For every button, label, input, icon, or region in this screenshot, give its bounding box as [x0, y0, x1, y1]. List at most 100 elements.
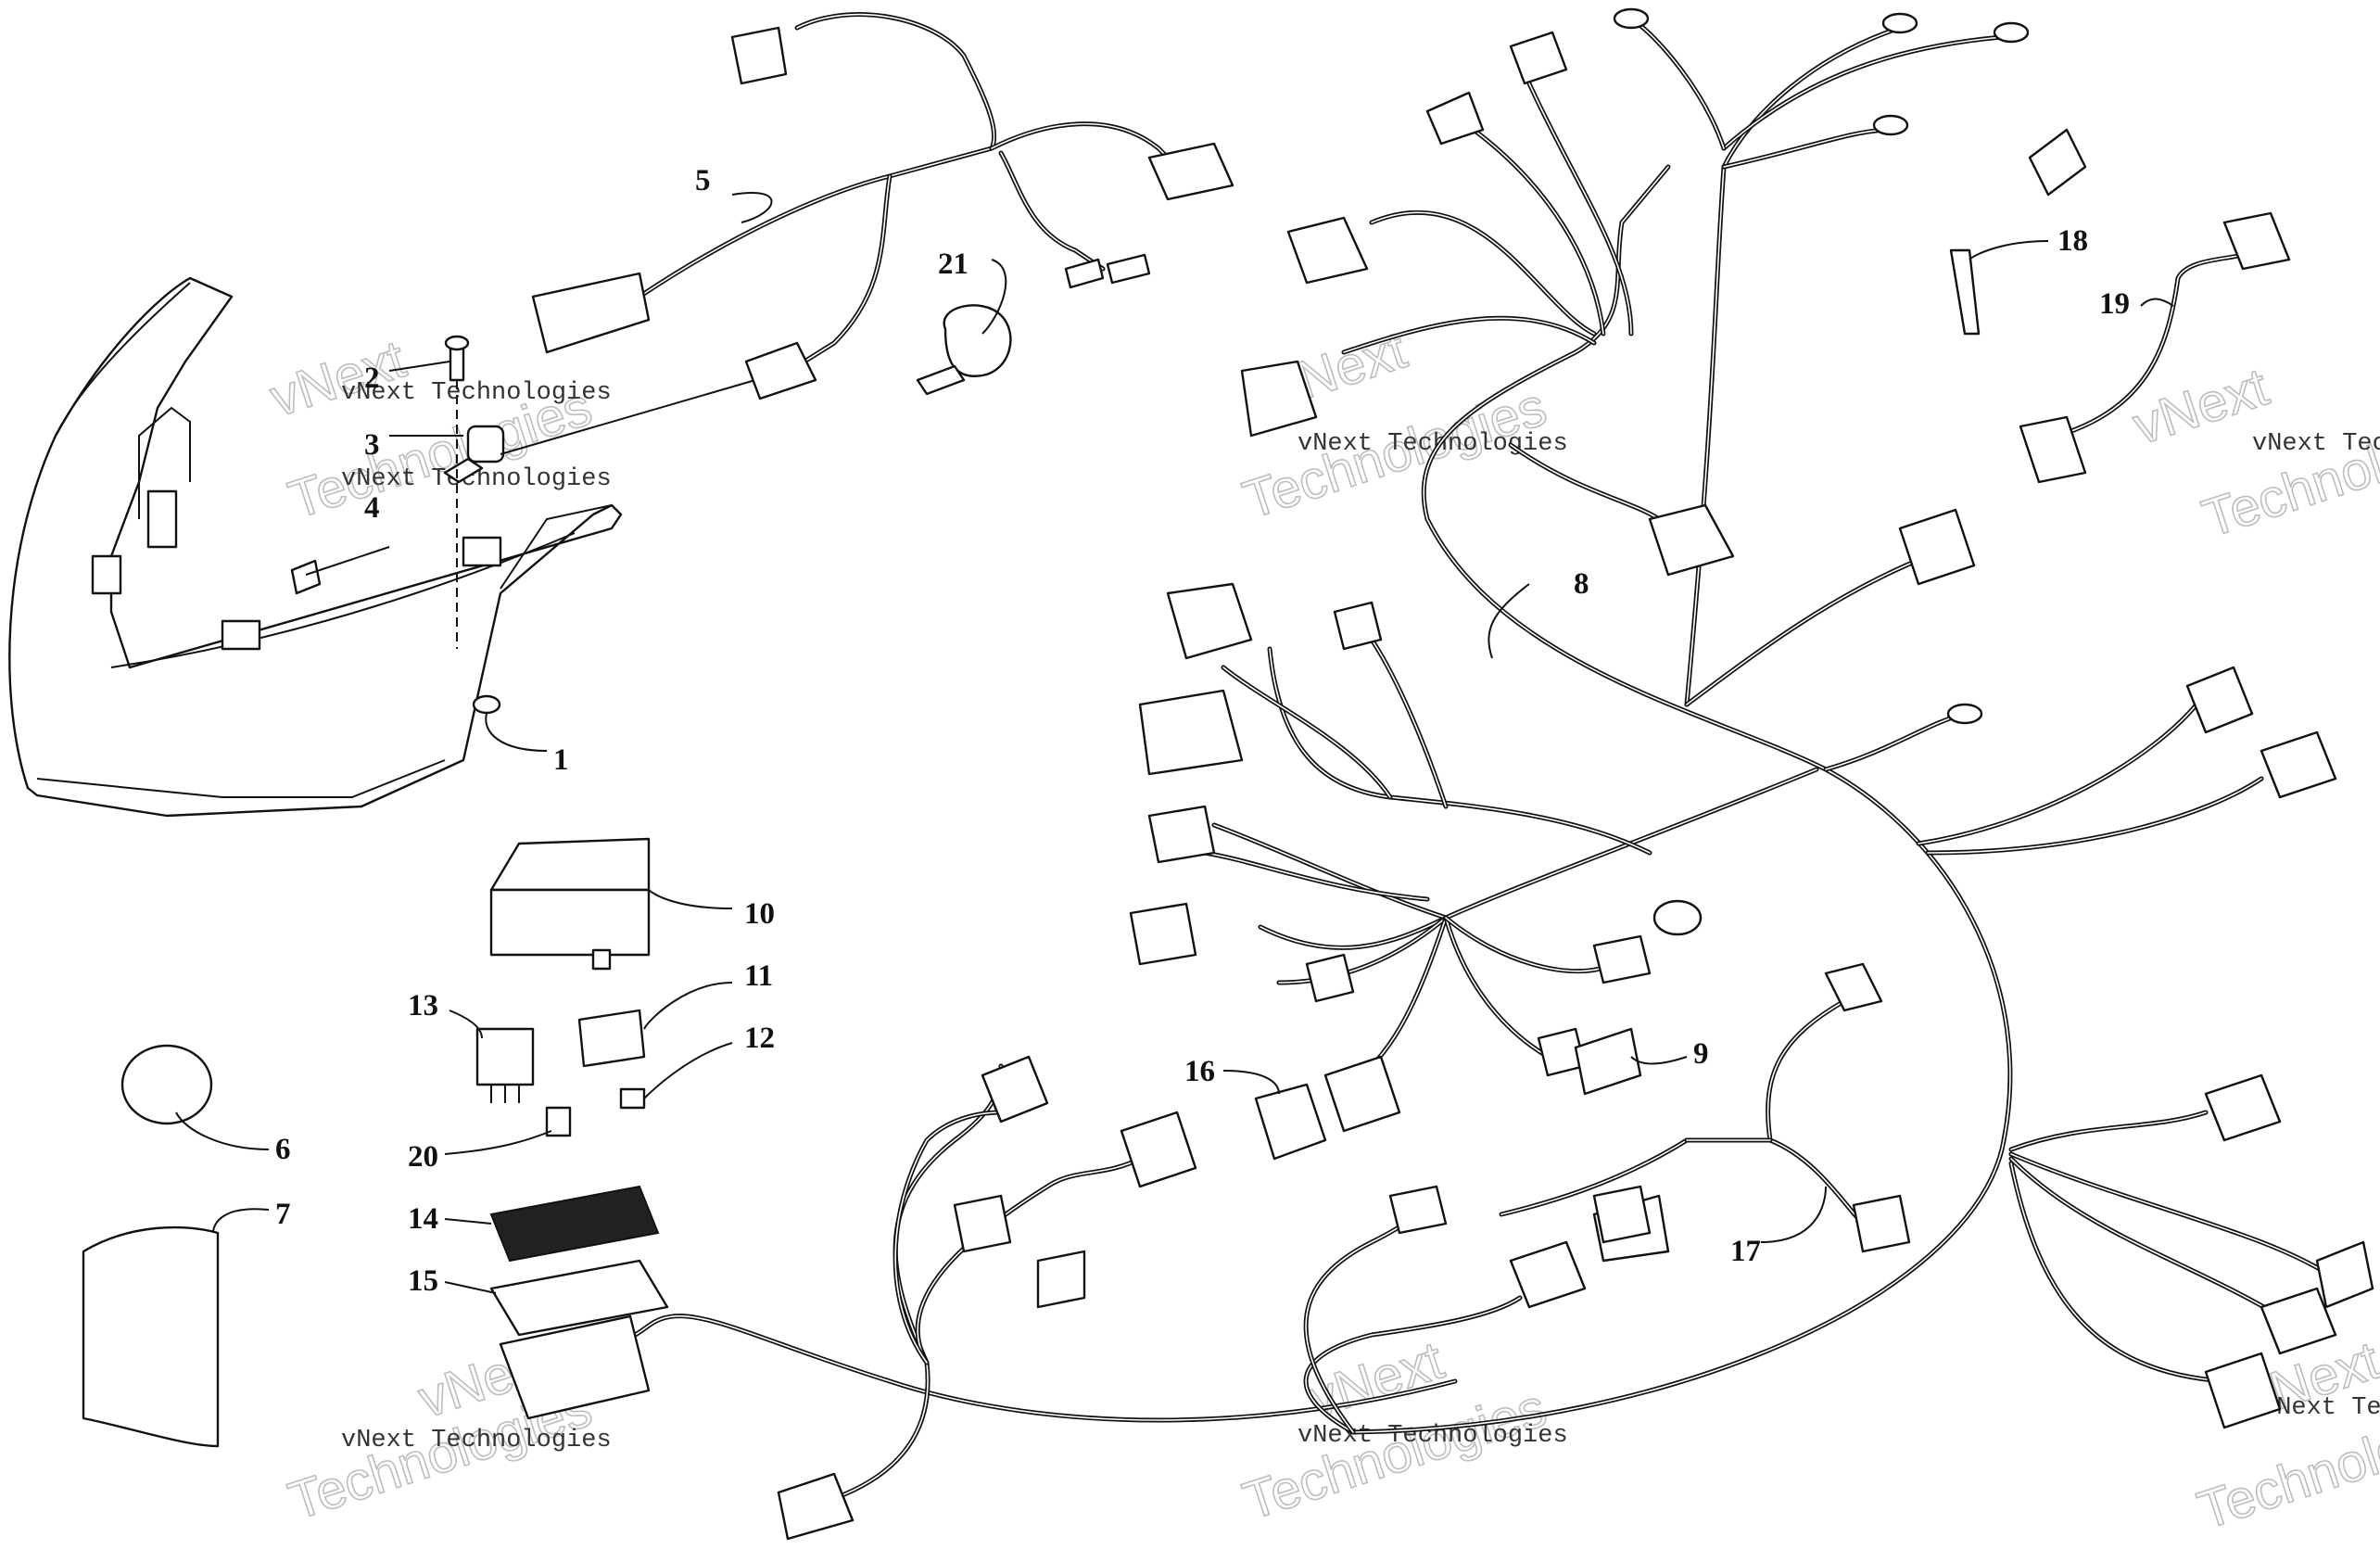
connector-multi-pin	[2204, 1352, 2282, 1429]
leader-line-10	[648, 889, 733, 909]
branch-wire-highlight	[1918, 704, 2197, 844]
callout-11: 11	[744, 959, 773, 993]
leader-lines	[175, 192, 2174, 1294]
branch-wire-highlight	[824, 1362, 929, 1503]
callout-2: 2	[364, 362, 380, 395]
leader-line-7	[212, 1208, 270, 1234]
callout-17: 17	[1730, 1235, 1761, 1268]
sensor-connector	[1852, 1194, 1911, 1253]
branch-wire-highlight	[2010, 1158, 2281, 1317]
branch-wire-highlight	[894, 1111, 1002, 1364]
branch-wire-highlight	[1445, 917, 1549, 1058]
branch-wire-highlight	[2010, 1162, 2225, 1382]
main-harness-part-8	[544, 7, 2374, 1541]
branch-wire	[1369, 637, 1449, 809]
branch-wire-highlight	[1278, 917, 1447, 984]
connector-bullet	[953, 1194, 1012, 1253]
branch-wire-highlight	[1630, 18, 1725, 149]
connector-round	[2028, 128, 2087, 197]
branch-wire	[1369, 209, 1597, 336]
branch-wire-highlight	[1473, 129, 1604, 335]
branch-wire-highlight	[917, 1158, 1141, 1364]
leader-line-1	[485, 713, 548, 752]
connector-multi-pin	[777, 1472, 855, 1541]
callout-1: 1	[553, 743, 569, 777]
sensor-connector	[1592, 1185, 1652, 1244]
branch-wire-highlight	[1766, 1000, 1845, 1141]
connector-round	[1898, 508, 1976, 586]
branch-wire	[2008, 1110, 2209, 1152]
branch-wire	[1767, 1137, 1866, 1226]
grommet-part-3	[443, 425, 505, 484]
headlight-mount-tab	[462, 536, 502, 567]
branch-wire-highlight	[1528, 83, 1632, 335]
leader-line-2	[388, 361, 450, 372]
headlight-rim	[55, 282, 191, 437]
headlight-mount-tab	[221, 619, 261, 651]
leader-line-13	[449, 1009, 483, 1039]
connector-multi-pin	[1240, 360, 1318, 438]
branch-wire	[1684, 553, 1931, 707]
callout-9: 9	[1693, 1037, 1709, 1071]
fuse-part-12	[619, 1087, 646, 1110]
fuse-part-20	[545, 1106, 572, 1137]
headlight-upper-edge	[500, 504, 613, 590]
leader-line-18	[1969, 240, 2049, 260]
leader-line-19	[2140, 298, 2174, 307]
branch-wire	[2008, 1156, 2283, 1319]
headlight-mount-tab	[91, 554, 122, 595]
connector-part-9	[1574, 1027, 1642, 1096]
branch-wire-highlight	[1305, 1297, 1521, 1433]
connector-multi-pin	[2260, 1287, 2337, 1355]
headlight-adjuster	[472, 694, 501, 715]
leader-line-8	[1488, 583, 1530, 659]
callout-8: 8	[1574, 567, 1589, 601]
fuse-box-cover-part-10	[489, 837, 651, 971]
branch-wire-highlight	[1723, 27, 1901, 168]
headlight-lens-edge	[36, 759, 446, 798]
sensor-connector	[1824, 962, 1883, 1012]
grommet-nut	[443, 457, 484, 484]
headlight-assembly	[8, 276, 756, 818]
harness-wire	[998, 150, 1106, 272]
callout-12: 12	[744, 1022, 775, 1055]
callout-3: 3	[364, 428, 380, 462]
branch-wire-highlight	[1927, 778, 2262, 854]
branch-wire-highlight	[1269, 648, 1651, 854]
connector-multi-pin	[1129, 902, 1197, 966]
branch-wire-highlight	[1222, 667, 1391, 798]
harness-wires	[637, 12, 1180, 369]
branch-wire-highlight	[1213, 824, 1447, 919]
watermark-top-right: vNext Technologies vNext Technologies	[2125, 356, 2380, 550]
branch-wire-highlight	[1510, 444, 1660, 520]
branch-wire-highlight	[2010, 1111, 2207, 1150]
watermark-brand: vNext Technologies	[341, 1427, 612, 1454]
leader-line-6	[175, 1111, 270, 1150]
relay-part-11	[577, 1009, 646, 1068]
callout-numbers: 1 2 3 4 5 6 7 8 9 10 11 12 13 14 15 16 1…	[275, 164, 2130, 1298]
buzzer-part-21	[916, 304, 1012, 396]
branch-wire-highlight	[1686, 555, 1929, 705]
connector-rectangular	[1147, 142, 1234, 201]
harness-wire-highlight	[991, 122, 1178, 168]
harness-wire-highlight	[796, 175, 891, 367]
cover-body	[489, 888, 651, 957]
leader-line-17	[1760, 1186, 1827, 1243]
ring-terminal	[1881, 12, 1918, 34]
headlight-bracket	[138, 406, 191, 519]
leader-line-11	[643, 982, 733, 1030]
ring-terminal	[1946, 703, 1983, 725]
branch-wire-highlight	[1723, 36, 2003, 149]
branch-wire	[1471, 127, 1606, 336]
main-harness-wires	[544, 16, 2338, 1505]
leader-line-14	[444, 1218, 492, 1225]
cable-tie-part-6	[120, 1044, 213, 1125]
pigtail-socket	[2019, 415, 2087, 484]
branch-wire	[1258, 767, 1819, 950]
leader-line-4	[305, 546, 390, 576]
harness-wire-highlight	[1000, 152, 1104, 270]
connector-bullet	[1305, 953, 1355, 1003]
connector-multi-pin	[1286, 216, 1369, 285]
callout-13: 13	[408, 989, 438, 1022]
